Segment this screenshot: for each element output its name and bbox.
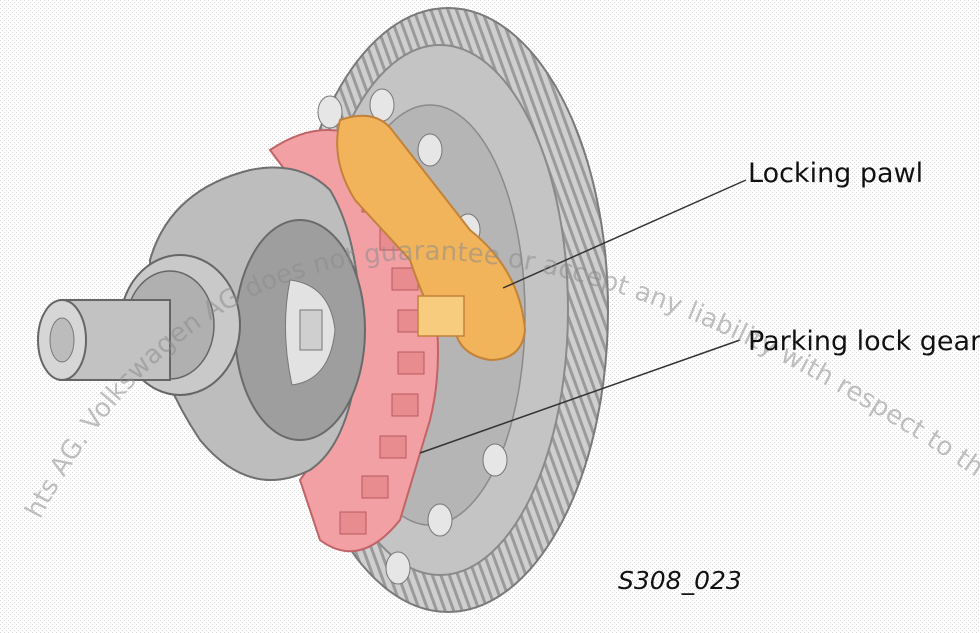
leader-line-locking-pawl [502,179,747,289]
label-locking-pawl: Locking pawl [748,158,924,189]
svg-text:hts AG. Volkswagen AG does not: hts AG. Volkswagen AG does not guarantee… [0,0,980,523]
differential-housing [149,166,366,481]
locking-pawl [336,114,527,362]
figure-code: S308_023 [618,566,742,595]
label-parking-lock-gear: Parking lock gear [748,326,980,357]
watermark-text: hts AG. Volkswagen AG does not guarantee… [0,0,980,523]
output-shaft [37,254,241,396]
leader-line-parking-lock-gear [419,339,741,454]
